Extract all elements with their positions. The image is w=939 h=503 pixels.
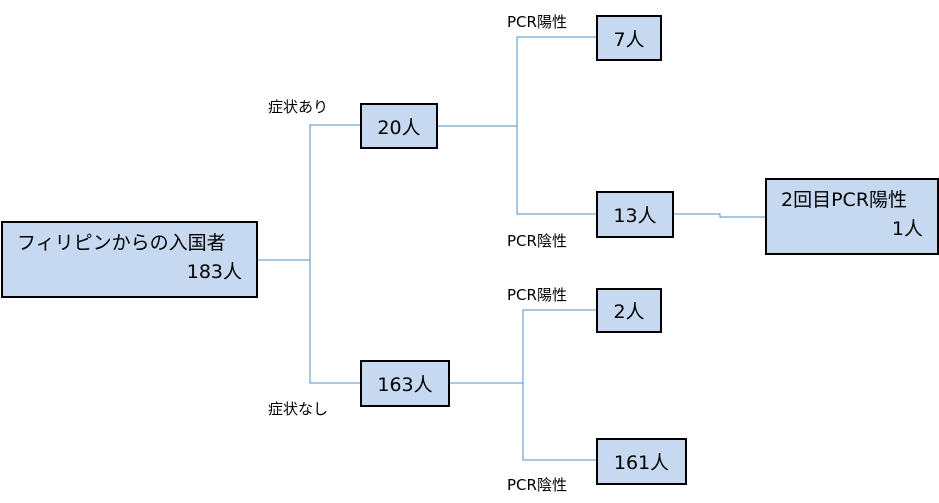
no-negative-label: PCR陰性 [507, 476, 567, 494]
no-positive-box: 2人 [596, 288, 662, 333]
yes-positive-box: 7人 [596, 15, 662, 61]
connector-second-test [673, 213, 766, 218]
symptom-no-label: 症状なし [268, 400, 329, 418]
connector-symptom-split [309, 124, 361, 384]
connector-no-branches [522, 309, 597, 461]
root-title: フィリピンからの入国者 [17, 232, 226, 254]
symptom-no-box: 163人 [360, 360, 450, 407]
no-negative-count: 161人 [613, 452, 670, 474]
yes-positive-count: 7人 [613, 28, 645, 51]
symptom-no-count: 163人 [377, 374, 433, 396]
second-test-count: 1人 [891, 218, 923, 240]
yes-negative-count: 13人 [613, 205, 657, 227]
connector-yes-branches [516, 36, 597, 215]
symptom-yes-box: 20人 [360, 103, 438, 149]
no-positive-count: 2人 [613, 301, 645, 323]
root-count: 183人 [186, 261, 242, 283]
yes-positive-label: PCR陽性 [507, 13, 567, 31]
symptom-yes-count: 20人 [377, 116, 421, 139]
symptom-yes-label: 症状あり [268, 98, 329, 116]
no-negative-box: 161人 [596, 438, 687, 485]
yes-negative-label: PCR陰性 [507, 232, 567, 250]
root-box: フィリピンからの入国者 183人 [1, 221, 258, 298]
yes-negative-box: 13人 [596, 191, 674, 238]
second-test-title: 2回目PCR陽性 [781, 189, 908, 211]
no-positive-label: PCR陽性 [507, 286, 567, 304]
second-test-box: 2回目PCR陽性 1人 [765, 178, 939, 255]
